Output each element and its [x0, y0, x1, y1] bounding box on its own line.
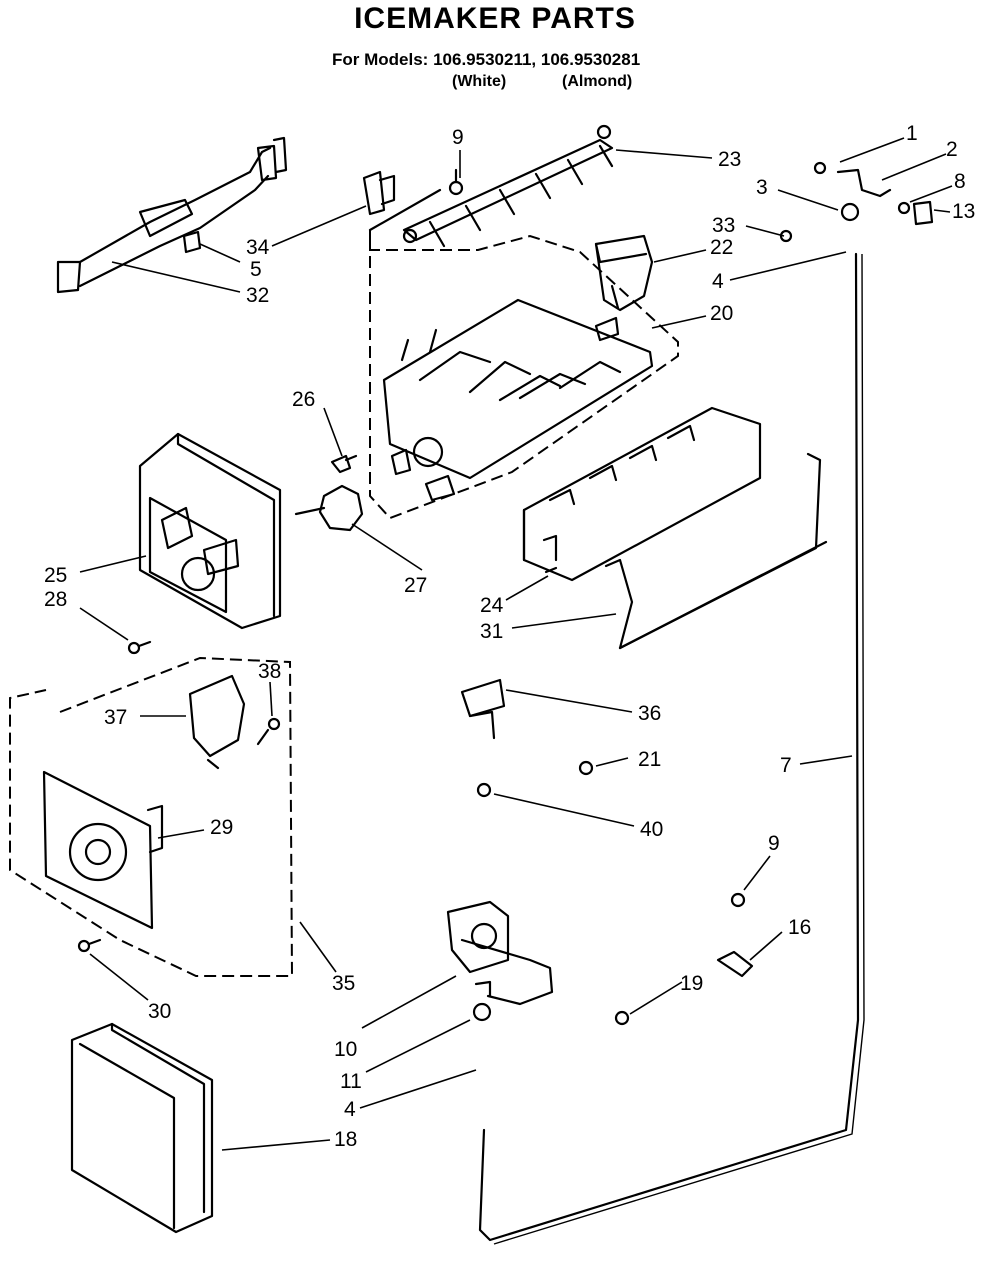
part-36-bracket [460, 678, 506, 740]
callout-38: 38 [258, 660, 281, 683]
page-title: ICEMAKER PARTS [354, 2, 636, 35]
part-32-wire-harness [56, 136, 288, 294]
callout-37: 37 [104, 706, 127, 729]
model-number-almond: 106.9530281 [540, 50, 641, 69]
callout-34: 34 [246, 236, 270, 259]
part-22-fill-cup [594, 234, 654, 312]
models-line: For Models: 106.9530211, 106.9530281 [332, 50, 640, 70]
part-connector-group-top-right [779, 161, 934, 243]
part-26-clip [330, 454, 358, 474]
callout-18: 18 [334, 1128, 357, 1151]
variant-almond-label: (Almond) [562, 73, 633, 90]
callout-26: 26 [292, 388, 315, 411]
callout-30: 30 [148, 1000, 171, 1023]
part-23-ejector [368, 124, 614, 248]
model-number-white: 106.9530211, [433, 50, 537, 69]
part-35-module-assembly-outline [9, 656, 294, 977]
callout-3: 3 [756, 176, 768, 199]
callout-1: 1 [906, 122, 918, 145]
callout-numbers: 1 2 3 8 13 33 22 4 23 9 34 5 32 20 26 27… [44, 122, 975, 1151]
callout-10: 10 [334, 1038, 357, 1061]
part-20-ice-mold [369, 230, 679, 520]
callout-21: 21 [638, 748, 661, 771]
part-21-screw [578, 760, 594, 776]
callout-40: 40 [640, 818, 663, 841]
callout-13: 13 [952, 200, 975, 223]
callout-5: 5 [250, 258, 262, 281]
callout-29: 29 [210, 816, 233, 839]
part-10-water-valve [446, 900, 554, 1006]
callout-4-upper: 4 [712, 270, 724, 293]
part-34-bracket [362, 170, 396, 216]
part-18-cover [70, 1022, 214, 1234]
callout-25: 25 [44, 564, 67, 587]
callout-9-lower: 9 [768, 832, 780, 855]
callout-36: 36 [638, 702, 661, 725]
part-9-screw-top [448, 168, 464, 196]
part-25-module-housing [138, 432, 282, 630]
callout-23: 23 [718, 148, 741, 171]
part-24-shield [522, 406, 762, 582]
callout-11: 11 [340, 1070, 362, 1093]
callout-24: 24 [480, 594, 504, 617]
callout-31: 31 [480, 620, 503, 643]
callout-22: 22 [710, 236, 733, 259]
models-prefix: For Models: [332, 50, 429, 69]
variant-white-label: (White) [452, 73, 507, 90]
callout-8: 8 [954, 170, 966, 193]
part-19-screw [614, 1010, 630, 1026]
callout-4-lower: 4 [344, 1098, 356, 1121]
part-11-nut [472, 1002, 492, 1022]
part-38-screw [256, 717, 281, 746]
callout-32: 32 [246, 284, 269, 307]
part-9-screw-lower [730, 892, 746, 908]
callout-35: 35 [332, 972, 355, 995]
part-16-clamp [716, 950, 754, 978]
part-31-shut-off-arm [604, 452, 828, 650]
part-28-screw [127, 640, 152, 655]
callout-33: 33 [712, 214, 735, 237]
part-40-screw [476, 782, 492, 798]
part-27-motor [294, 484, 364, 532]
part-37-motor [188, 674, 246, 770]
callout-16: 16 [788, 916, 811, 939]
callout-20: 20 [710, 302, 733, 325]
diagram-header: ICEMAKER PARTS For Models: 106.9530211, … [0, 0, 1000, 100]
callout-9-upper: 9 [452, 126, 464, 149]
callout-19: 19 [680, 972, 703, 995]
part-7-fill-tube [478, 252, 865, 1245]
callout-2: 2 [946, 138, 958, 161]
callout-28: 28 [44, 588, 67, 611]
part-29-mounting-plate [42, 770, 164, 930]
part-30-screw [77, 938, 102, 953]
callout-27: 27 [404, 574, 427, 597]
callout-leader-lines [79, 137, 953, 1151]
callout-7: 7 [780, 754, 792, 777]
